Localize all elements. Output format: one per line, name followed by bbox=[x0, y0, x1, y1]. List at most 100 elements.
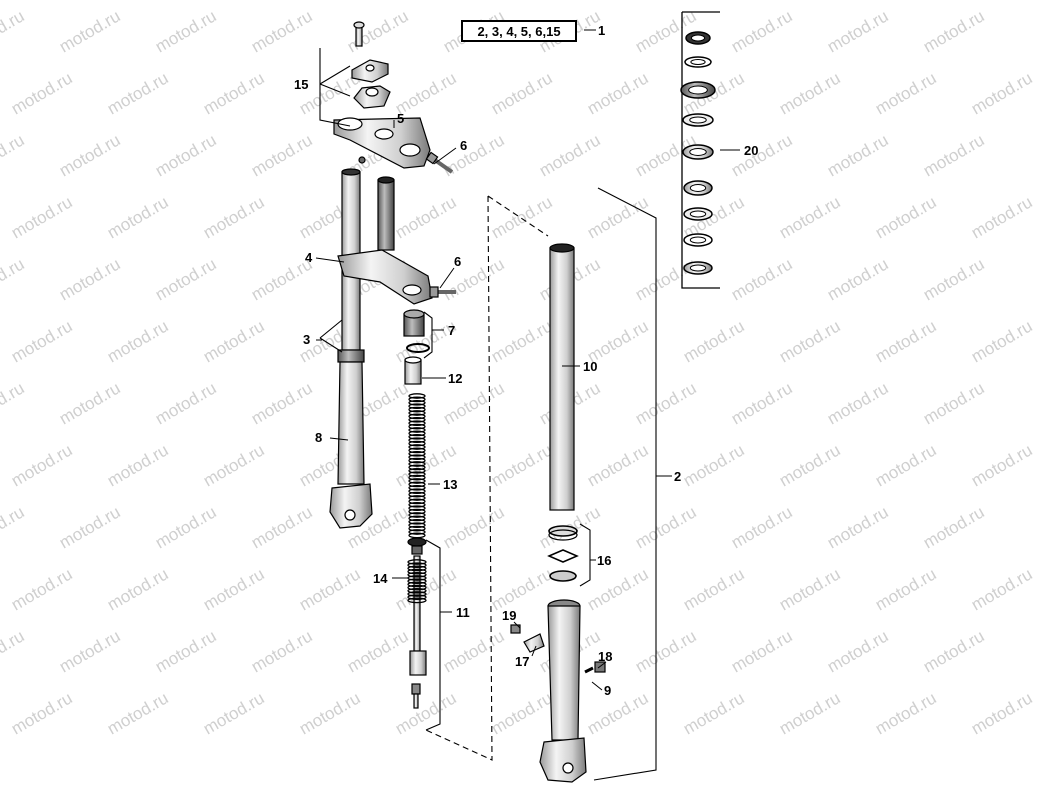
bearing-stack-frame bbox=[681, 11, 720, 289]
callout-2: 2 bbox=[674, 469, 681, 484]
callout-20: 20 bbox=[744, 143, 758, 158]
spring-coil bbox=[408, 406, 426, 413]
bearing-ring-bore bbox=[689, 184, 707, 192]
steering-stem bbox=[377, 176, 395, 251]
kit-box-text: 2, 3, 4, 5, 6,15 bbox=[477, 24, 560, 39]
rebound-coil bbox=[407, 562, 427, 569]
rebound-coil bbox=[407, 571, 427, 578]
spring-coil bbox=[408, 515, 426, 522]
spring-coil bbox=[408, 440, 426, 447]
rebound-coil bbox=[407, 597, 427, 604]
damper-bolt bbox=[411, 683, 421, 709]
fork-spring bbox=[408, 393, 426, 539]
spring-coil bbox=[408, 427, 426, 433]
inner-fork-tube bbox=[549, 243, 575, 511]
lower-triple-clamp bbox=[337, 249, 433, 305]
spring-coil bbox=[408, 505, 426, 512]
bearing-ring-bore bbox=[690, 34, 706, 42]
callout-labels: 1 2 3 4 5 6 6 7 8 9 10 11 12 13 14 15 16… bbox=[294, 23, 758, 698]
callout-5: 5 bbox=[397, 111, 404, 126]
bearing-ring-bore bbox=[689, 148, 707, 156]
spring-coil bbox=[408, 399, 426, 406]
spring-coil bbox=[408, 471, 426, 478]
callout-13: 13 bbox=[443, 477, 457, 492]
bearing-ring-bore bbox=[689, 236, 707, 244]
callout-17: 17 bbox=[515, 654, 529, 669]
spring-coil bbox=[408, 396, 426, 403]
spring-coil bbox=[408, 437, 426, 444]
rebound-coil bbox=[407, 584, 427, 591]
callout-8: 8 bbox=[315, 430, 322, 445]
pinch-bolt-lower bbox=[429, 286, 456, 298]
spring-coil bbox=[408, 529, 426, 535]
circlip bbox=[547, 549, 579, 563]
spring-coil bbox=[408, 457, 426, 464]
right-fork-slider bbox=[539, 599, 587, 783]
bearing-ring-bore bbox=[688, 85, 708, 95]
brake-hose-guide bbox=[523, 633, 545, 653]
callout-14: 14 bbox=[373, 571, 388, 586]
spring-coil bbox=[408, 481, 426, 488]
spring-coil bbox=[408, 403, 426, 410]
bearing-ring-bore bbox=[689, 264, 707, 272]
spring-coil bbox=[408, 488, 426, 495]
spring-coil bbox=[408, 478, 426, 484]
callout-11: 11 bbox=[456, 605, 470, 620]
damper-rod bbox=[407, 537, 427, 676]
spring-coil bbox=[408, 522, 426, 529]
spring-coil bbox=[408, 474, 426, 481]
callout-9: 9 bbox=[604, 683, 611, 698]
guide-screw bbox=[510, 624, 521, 634]
spring-coil bbox=[408, 433, 426, 440]
spring-coil bbox=[408, 461, 426, 467]
spring-coil bbox=[408, 484, 426, 491]
dust-seal bbox=[549, 570, 577, 582]
rebound-coil bbox=[407, 591, 427, 597]
rebound-coil bbox=[407, 565, 427, 572]
spring-coil bbox=[408, 467, 426, 474]
callout-6-lower: 6 bbox=[454, 254, 461, 269]
bearing-ring-bore bbox=[690, 59, 706, 65]
spring-coil bbox=[408, 501, 426, 508]
spring-coil bbox=[408, 495, 426, 501]
bearing-ring-bore bbox=[689, 210, 707, 218]
callout-16: 16 bbox=[597, 553, 611, 568]
rebound-coil bbox=[407, 559, 427, 565]
leader-lines bbox=[315, 29, 740, 691]
o-ring bbox=[406, 343, 430, 353]
spring-coil bbox=[408, 420, 426, 427]
callout-4: 4 bbox=[305, 250, 313, 265]
handlebar-clamp-bolt bbox=[353, 21, 365, 47]
spring-coil bbox=[408, 525, 426, 532]
handlebar-clamp-upper bbox=[351, 59, 389, 83]
spring-coil bbox=[408, 430, 426, 437]
pinch-bolt-upper bbox=[425, 151, 454, 174]
rebound-coil bbox=[407, 594, 427, 601]
left-fork-slider bbox=[329, 349, 373, 529]
spring-coil bbox=[408, 512, 426, 518]
callout-18: 18 bbox=[598, 649, 612, 664]
rebound-coil bbox=[407, 568, 427, 575]
oil-seal bbox=[548, 525, 578, 541]
callout-10: 10 bbox=[583, 359, 597, 374]
spring-coil bbox=[408, 518, 426, 525]
spring-coil bbox=[408, 447, 426, 454]
callout-15: 15 bbox=[294, 77, 308, 92]
spring-coil bbox=[408, 491, 426, 498]
kit-box: 2, 3, 4, 5, 6,15 bbox=[461, 20, 577, 42]
spring-coil bbox=[408, 464, 426, 471]
rebound-coil bbox=[407, 587, 427, 594]
spring-coil bbox=[408, 498, 426, 505]
spring-coil bbox=[408, 454, 426, 461]
spring-coil bbox=[408, 450, 426, 457]
spring-coil bbox=[408, 444, 426, 450]
callout-1: 1 bbox=[598, 23, 605, 38]
bracket-lines bbox=[319, 48, 657, 781]
rebound-coil bbox=[407, 578, 427, 585]
spring-coil bbox=[408, 393, 426, 399]
fork-cap bbox=[403, 309, 425, 337]
handlebar-clamp-lower bbox=[353, 85, 391, 109]
upper-triple-clamp bbox=[333, 117, 431, 169]
bearing-stack bbox=[680, 31, 716, 275]
